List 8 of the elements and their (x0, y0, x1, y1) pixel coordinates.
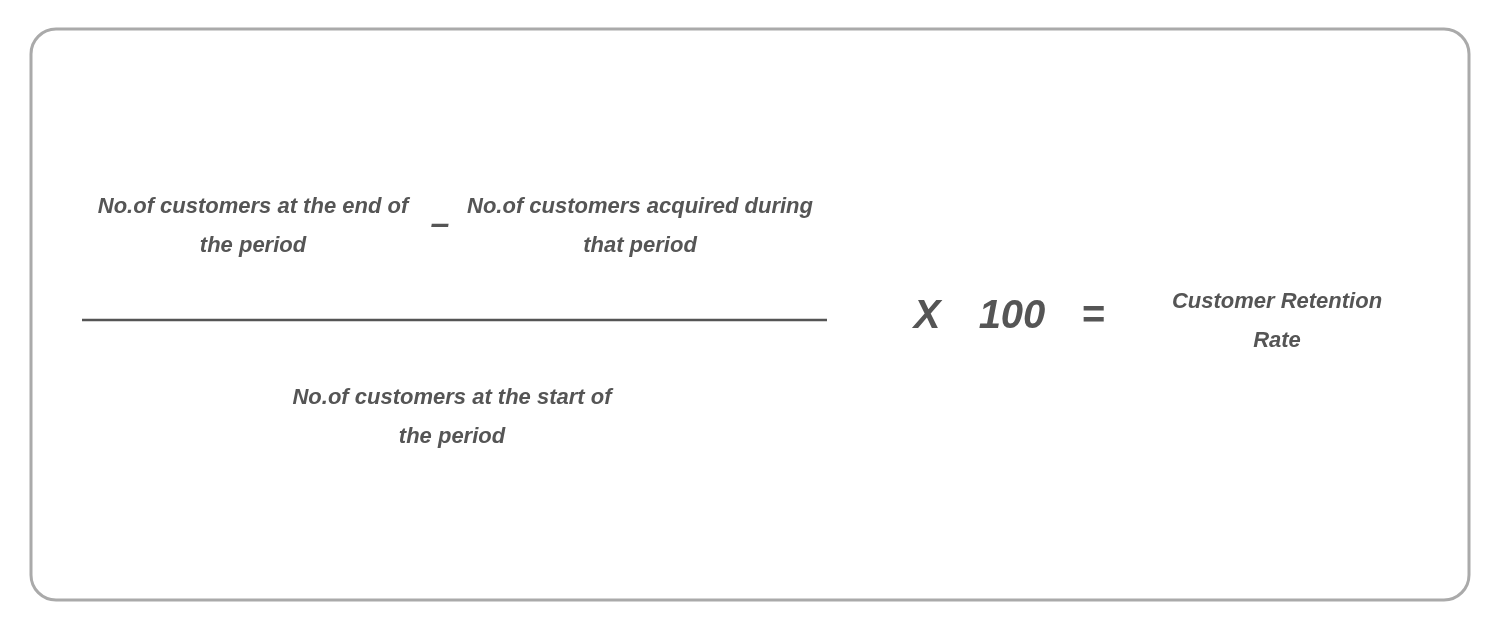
numerator-term: No.of customers at the end of the period (96, 192, 411, 259)
multiply-sign: X (911, 291, 943, 338)
numerator-term: No.of customers acquired during that period (466, 192, 814, 259)
result-label: Customer Retention Rate (1170, 287, 1384, 354)
equals-sign: = (1080, 291, 1106, 338)
multiplier: 100 (977, 291, 1047, 338)
minus-sign: – (429, 202, 451, 243)
denominator-term: No.of customers at the start of the period (292, 383, 612, 450)
